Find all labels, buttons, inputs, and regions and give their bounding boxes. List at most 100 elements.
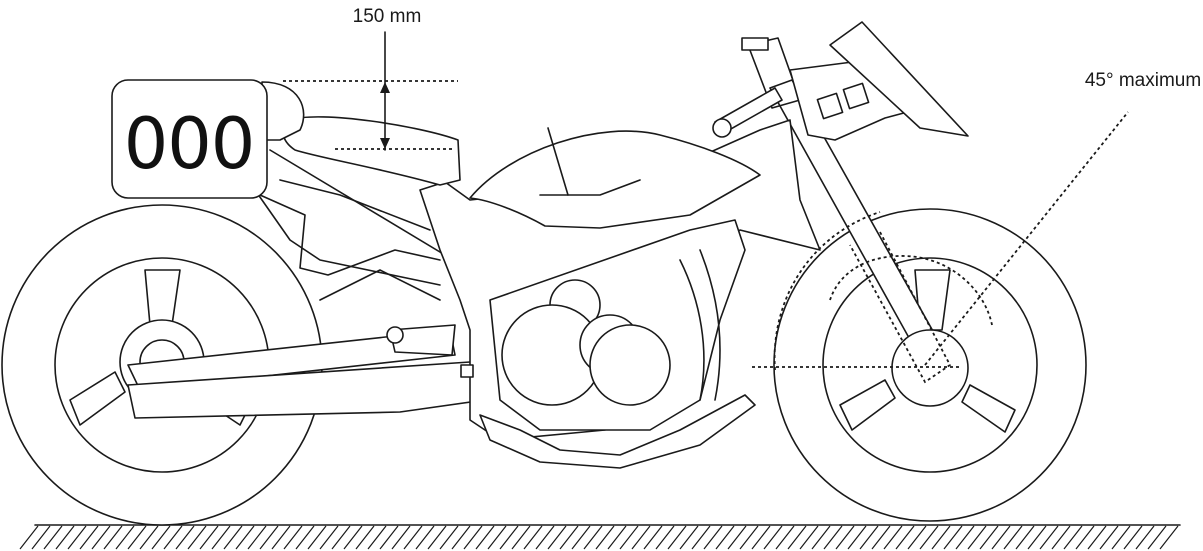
hatch-stroke [799, 525, 819, 550]
hatch-stroke [91, 525, 111, 550]
front-hub [891, 329, 969, 407]
hatch-stroke [511, 525, 531, 550]
hatch-stroke [139, 525, 159, 550]
hatch-stroke [1063, 525, 1083, 550]
plate-number: 000 [124, 103, 255, 185]
hatch-stroke [259, 525, 279, 550]
hatch-stroke [523, 525, 543, 550]
hatch-stroke [895, 525, 915, 550]
hatch-stroke [907, 525, 927, 550]
hatch-stroke [1159, 525, 1179, 550]
hatch-stroke [439, 525, 459, 550]
hatch-stroke [343, 525, 363, 550]
hatch-stroke [283, 525, 303, 550]
hatch-stroke [979, 525, 999, 550]
seat [282, 116, 461, 186]
hatch-stroke [1123, 525, 1143, 550]
hatch-stroke [319, 525, 339, 550]
hatch-stroke [463, 525, 483, 550]
swingarm-pivot [389, 324, 456, 356]
hatch-stroke [487, 525, 507, 550]
angle-dimension: 45° maximum [752, 70, 1201, 384]
hatch-stroke [271, 525, 291, 550]
hatch-stroke [1099, 525, 1119, 550]
hatch-stroke [835, 525, 855, 550]
angle-label: 45° maximum [1085, 70, 1201, 91]
number-plate: 000 [111, 79, 268, 199]
hatch-stroke [187, 525, 207, 550]
hatch-stroke [1027, 525, 1047, 550]
hatch-stroke [127, 525, 147, 550]
hatch-stroke [571, 525, 591, 550]
hatch-stroke [379, 525, 399, 550]
hatch-stroke [199, 525, 219, 550]
hatch-stroke [631, 525, 651, 550]
hatch-stroke [559, 525, 579, 550]
exhaust [479, 394, 756, 469]
rear-spoke [69, 371, 126, 426]
swingarm [127, 324, 521, 419]
hatch-stroke [367, 525, 387, 550]
hatch-stroke [79, 525, 99, 550]
hatch-stroke [1075, 525, 1095, 550]
hatch-stroke [667, 525, 687, 550]
height-label: 150 mm [353, 6, 422, 27]
headlight-icon [816, 92, 844, 120]
fuel-tank [469, 130, 761, 229]
hatch-stroke [415, 525, 435, 550]
hatch-stroke [691, 525, 711, 550]
hatch-stroke [715, 525, 735, 550]
hatch-stroke [1015, 525, 1035, 550]
hatch-stroke [211, 525, 231, 550]
hatch-stroke [1003, 525, 1023, 550]
hatch-stroke [403, 525, 423, 550]
hatch-stroke [871, 525, 891, 550]
hatch-stroke [19, 525, 39, 550]
hatch-stroke [355, 525, 375, 550]
hatch-stroke [43, 525, 63, 550]
hatch-stroke [751, 525, 771, 550]
hatch-stroke [1135, 525, 1155, 550]
grip [712, 118, 732, 138]
hatch-stroke [919, 525, 939, 550]
hatch-stroke [475, 525, 495, 550]
hatch-stroke [295, 525, 315, 550]
hatch-stroke [595, 525, 615, 550]
hatch-stroke [643, 525, 663, 550]
hatch-stroke [451, 525, 471, 550]
hatch-stroke [607, 525, 627, 550]
hatch-stroke [583, 525, 603, 550]
hatch-stroke [67, 525, 87, 550]
arrow-up-icon [380, 82, 390, 93]
hatch-stroke [547, 525, 567, 550]
arrow-down-icon [380, 138, 390, 149]
hatch-stroke [847, 525, 867, 550]
hatch-stroke [55, 525, 75, 550]
hatch-stroke [307, 525, 327, 550]
hatch-stroke [967, 525, 987, 550]
hatch-stroke [619, 525, 639, 550]
hatch-stroke [991, 525, 1011, 550]
hatch-stroke [331, 525, 351, 550]
hatch-stroke [1111, 525, 1131, 550]
windscreen [829, 21, 969, 137]
hatch-stroke [1051, 525, 1071, 550]
hatch-stroke [499, 525, 519, 550]
hatch-stroke [823, 525, 843, 550]
hatch-stroke [175, 525, 195, 550]
hatch-stroke [763, 525, 783, 550]
hatch-stroke [247, 525, 267, 550]
hatch-stroke [235, 525, 255, 550]
hatch-stroke [655, 525, 675, 550]
hatch-stroke [1147, 525, 1167, 550]
hatch-stroke [859, 525, 879, 550]
hatch-stroke [31, 525, 51, 550]
headlight-icon [842, 82, 870, 110]
front-spoke [839, 379, 896, 431]
hatch-stroke [787, 525, 807, 550]
hatch-stroke [931, 525, 951, 550]
hatch-stroke [775, 525, 795, 550]
front-fork [712, 37, 953, 373]
hatch-stroke [955, 525, 975, 550]
